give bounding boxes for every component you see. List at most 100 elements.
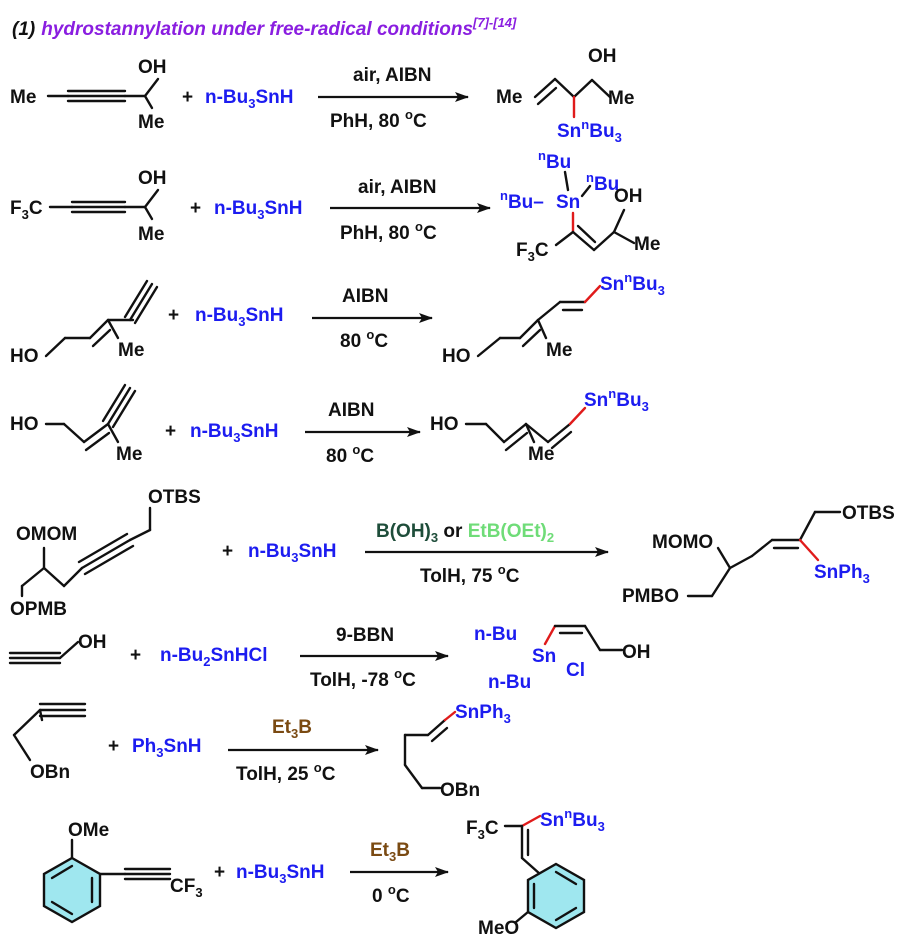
product-6: n-Bu Sn Cl n-Bu OH	[474, 624, 651, 693]
methyl-label: Me	[116, 444, 142, 465]
methyl-label: Me	[546, 340, 572, 361]
benzyl-ether-label: OBn	[30, 762, 70, 783]
condition-top: AIBN	[328, 400, 374, 421]
product-1: Me OH Me SnnBu3	[496, 46, 634, 145]
reaction-arrow: Et3B TolH, 25 oC	[228, 717, 379, 785]
substrate-5: OTBS OMOM OPMB	[10, 487, 201, 620]
tin-hydride-reagent: n-Bu3SnH	[205, 87, 294, 111]
title-text: hydrostannylation under free-radical con…	[41, 19, 473, 40]
trifluoromethyl-label: CF3	[170, 876, 203, 900]
reaction-4: HO Me + n-Bu3SnH AIBN 80 oC HO Me	[10, 383, 649, 467]
plus-sign: +	[214, 862, 225, 883]
condition-top: Et3B	[272, 717, 312, 741]
butyl-label: nBu	[538, 148, 571, 173]
tin-hydride-reagent: n-Bu2SnHCl	[160, 645, 268, 669]
benzyl-ether-label: OBn	[440, 780, 480, 801]
condition-top: B(OH)3 or EtB(OEt)2	[376, 521, 554, 545]
butyl-label: n-Bu	[488, 672, 531, 693]
tin-atom: Sn	[556, 192, 580, 213]
condition-bottom: PhH, 80 oC	[340, 219, 437, 244]
condition-bottom: 0 oC	[372, 882, 410, 907]
chloride-label: Cl	[566, 660, 585, 681]
hydroxyl-label: HO	[10, 346, 39, 367]
reaction-7: OBn + Ph3SnH Et3B TolH, 25 oC SnPh3 OBn	[12, 702, 511, 801]
reaction-6: OH + n-Bu2SnHCl 9-BBN TolH, -78 oC n-Bu …	[8, 624, 651, 693]
hydroxyl-label: OH	[138, 57, 167, 78]
substrate-6: OH	[8, 632, 107, 665]
condition-top: AIBN	[342, 286, 388, 307]
substrate-8: OMe CF3	[42, 820, 203, 924]
hydroxyl-label: OH	[138, 168, 167, 189]
reaction-1: Me OH Me + n-Bu3SnH air, AIBN PhH, 80 oC…	[10, 46, 634, 145]
condition-bottom: PhH, 80 oC	[330, 107, 427, 132]
methyl-label: Me	[608, 88, 634, 109]
condition-bottom: TolH, -78 oC	[310, 666, 416, 691]
tin-atom: Sn	[532, 646, 556, 667]
product-3: HO Me SnnBu3	[442, 270, 665, 367]
condition-top: Et3B	[370, 840, 410, 864]
benzene-ring	[526, 862, 586, 930]
mom-ether-label: MOMO	[652, 532, 713, 553]
hydroxyl-label: OH	[78, 632, 107, 653]
substrate-7: OBn	[12, 702, 87, 783]
silyl-ether-label: OTBS	[842, 503, 895, 524]
reaction-arrow: air, AIBN PhH, 80 oC	[330, 177, 491, 244]
title-refs: [7]-[14]	[472, 15, 517, 30]
plus-sign: +	[108, 736, 119, 757]
product-2: nBu nBu nBu– Sn OH Me F3C	[500, 148, 660, 264]
methyl-label: Me	[634, 234, 660, 255]
stannyl-group: SnPh3	[455, 702, 511, 726]
silyl-ether-label: OTBS	[148, 487, 201, 508]
tin-hydride-reagent: n-Bu3SnH	[248, 541, 337, 565]
stannyl-group: SnnBu3	[584, 386, 649, 414]
tin-hydride-reagent: n-Bu3SnH	[195, 305, 284, 329]
methyl-label: Me	[496, 87, 522, 108]
svg-text:(1)hydrostannylation under fre: (1)hydrostannylation under free-radical …	[12, 15, 517, 40]
reaction-arrow: AIBN 80 oC	[312, 286, 433, 352]
reaction-8: OMe CF3 + n-Bu3SnH Et3B 0 oC F3C SnnBu3	[42, 806, 605, 939]
condition-bottom: TolH, 75 oC	[420, 562, 520, 587]
product-7: SnPh3 OBn	[403, 702, 511, 801]
boric-acid: B(OH)	[376, 521, 431, 542]
methyl-label: Me	[118, 340, 144, 361]
methyl-label: Me	[138, 112, 164, 133]
condition-bottom: TolH, 25 oC	[236, 760, 336, 785]
hydroxyl-label: OH	[614, 186, 643, 207]
plus-sign: +	[182, 87, 193, 108]
tin-hydride-reagent: n-Bu3SnH	[236, 862, 325, 886]
hydroxyl-label: HO	[430, 414, 459, 435]
reaction-arrow: air, AIBN PhH, 80 oC	[318, 65, 469, 132]
hydroxyl-label: HO	[442, 346, 471, 367]
borate-ester: EtB(OEt)	[468, 521, 547, 542]
methoxy-label: OMe	[68, 820, 109, 841]
plus-sign: +	[165, 421, 176, 442]
trifluoromethyl-label: F3C	[516, 240, 549, 264]
plus-sign: +	[222, 541, 233, 562]
substrate-3: HO Me	[10, 279, 159, 367]
pmb-ether-label: OPMB	[10, 599, 67, 620]
methoxy-label: MeO	[478, 918, 519, 939]
condition-top: 9-BBN	[336, 625, 394, 646]
substrate-1: Me OH Me	[10, 57, 167, 133]
hydroxyl-label: OH	[588, 46, 617, 67]
trifluoromethyl-label: F3C	[466, 818, 499, 842]
reaction-arrow: 9-BBN TolH, -78 oC	[300, 625, 449, 691]
product-8: F3C SnnBu3 MeO	[466, 806, 605, 939]
stannyl-group: SnPh3	[814, 562, 870, 586]
butyl-label: n-Bu	[474, 624, 517, 645]
condition-bottom: 80 oC	[326, 442, 374, 467]
reaction-5: OTBS OMOM OPMB + n-Bu3SnH B(OH)3 or EtB(…	[10, 487, 895, 620]
tin-hydride-reagent: n-Bu3SnH	[214, 198, 303, 222]
mom-ether-label: OMOM	[16, 524, 77, 545]
condition-top: air, AIBN	[353, 65, 432, 86]
reaction-arrow: Et3B 0 oC	[350, 840, 449, 907]
product-5: OTBS SnPh3 MOMO PMBO	[622, 503, 895, 607]
reaction-3: HO Me + n-Bu3SnH AIBN 80 oC HO Me	[10, 270, 665, 367]
pmb-ether-label: PMBO	[622, 586, 679, 607]
stannyl-group: SnnBu3	[557, 117, 622, 145]
plus-sign: +	[190, 198, 201, 219]
reaction-arrow: B(OH)3 or EtB(OEt)2 TolH, 75 oC	[365, 521, 609, 587]
tin-hydride-reagent: Ph3SnH	[132, 736, 202, 760]
substrate-2: F3C OH Me	[10, 168, 167, 245]
